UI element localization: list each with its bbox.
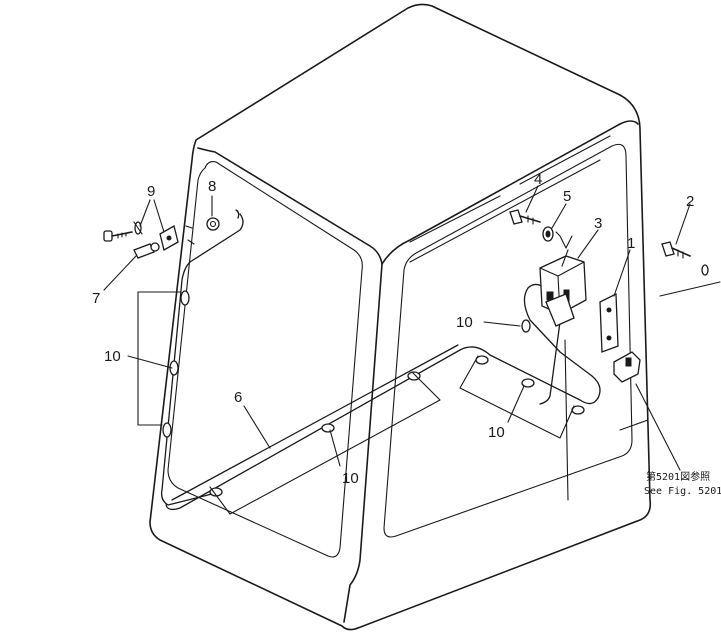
leader-7 (103, 255, 137, 291)
callout-6: 6 (234, 389, 242, 406)
bolt-2-thread (677, 249, 684, 259)
hardware-left (103, 195, 220, 291)
nut-8 (206, 217, 220, 231)
clip-diag-2 (321, 423, 335, 433)
pointer-10-side (507, 385, 525, 423)
bracket-diag-clips (209, 371, 441, 515)
reference-note: 第5201図参照 See Fig. 5201 (644, 470, 721, 497)
cab-outline (149, 3, 652, 631)
cable-harness (160, 209, 601, 511)
cable-drop-down (539, 321, 561, 405)
grouping-brackets (127, 291, 575, 515)
leader-9-b (139, 199, 151, 227)
roof-front-edge (197, 147, 383, 265)
callout-9: 9 (147, 183, 155, 200)
cable-loop-upper (523, 283, 601, 399)
callout-4: 4 (534, 171, 542, 188)
roof-side-edge (381, 120, 639, 265)
reference-jp: 第5201図参照 (646, 470, 710, 483)
bolt-9-thread (117, 232, 127, 239)
relay-3-socket (545, 293, 575, 327)
pointer-10-front (127, 355, 173, 369)
mount-line-2 (659, 281, 721, 297)
leader-1 (613, 249, 631, 297)
hardware-right (509, 185, 721, 471)
bolt-2-head (661, 241, 675, 257)
leader-3-b (555, 231, 567, 249)
bolt-4-thread (527, 215, 534, 225)
bracket-1 (599, 292, 619, 353)
front-window (167, 161, 363, 558)
cable-diagonal-parallel (171, 344, 459, 501)
leader-9 (153, 199, 165, 233)
front-corner-pillar (343, 263, 383, 623)
callout-5: 5 (563, 188, 571, 205)
washer-2 (701, 264, 709, 276)
bracket-near-nut (185, 225, 195, 245)
relay-3-terminal-a (546, 291, 554, 301)
callout-8: 8 (208, 178, 216, 195)
reference-en: See Fig. 5201 (644, 486, 721, 497)
callout-10-front: 10 (104, 348, 121, 365)
callout-10-diag: 10 (342, 470, 359, 487)
leader-ref (635, 383, 681, 471)
pointer-10-diag (329, 429, 341, 467)
callout-2: 2 (686, 193, 694, 210)
callout-10-loop: 10 (456, 314, 473, 331)
door-seam-lower (619, 419, 649, 431)
cable-front-pillar (160, 213, 244, 506)
washer-5-hole (545, 230, 551, 238)
bracket-1-hole-b (606, 335, 612, 341)
cable-front-pillar-b (235, 209, 240, 219)
bracket-1-hole-a (606, 307, 612, 313)
relay-3-wire-stub (561, 235, 573, 267)
side-window-inner-edge (409, 159, 601, 263)
cable-diagonal-main (165, 346, 599, 511)
plate-9-hole (166, 235, 172, 241)
roof-ridge-highlight (409, 135, 611, 243)
switch-unit (613, 351, 641, 383)
bolt-4-head (509, 209, 523, 225)
side-window (383, 143, 633, 538)
leader-5 (551, 203, 567, 229)
door-seam (564, 339, 569, 501)
clip-loop (521, 319, 531, 333)
cab-body (149, 3, 652, 631)
leader-2 (675, 203, 691, 245)
washer-9-b (133, 221, 143, 235)
bracket-side-clips (459, 355, 575, 439)
nut-8-inner (209, 220, 217, 228)
callout-1: 1 (627, 235, 635, 252)
bolt-4-shank (519, 215, 541, 223)
leader-4 (525, 185, 539, 213)
leader-6 (243, 405, 271, 449)
switch-unit-knob (625, 357, 632, 367)
stud-7 (133, 243, 155, 259)
stud-7-nut (150, 242, 160, 252)
callout-labels: 1 2 3 4 5 6 7 8 9 10 10 10 10 (92, 171, 694, 487)
clip-front-lower (162, 422, 172, 438)
callout-3: 3 (594, 215, 602, 232)
leader-3 (577, 229, 599, 259)
clip-side-2 (521, 378, 535, 388)
callout-10-side: 10 (488, 424, 505, 441)
callout-7: 7 (92, 290, 100, 307)
bolt-2-shank (671, 247, 691, 257)
bracket-front-clips (137, 291, 181, 426)
pointer-10-loop (483, 321, 521, 327)
clip-front-upper (180, 290, 190, 306)
clip-diag-3 (407, 371, 421, 381)
bolt-9-head (103, 230, 113, 242)
